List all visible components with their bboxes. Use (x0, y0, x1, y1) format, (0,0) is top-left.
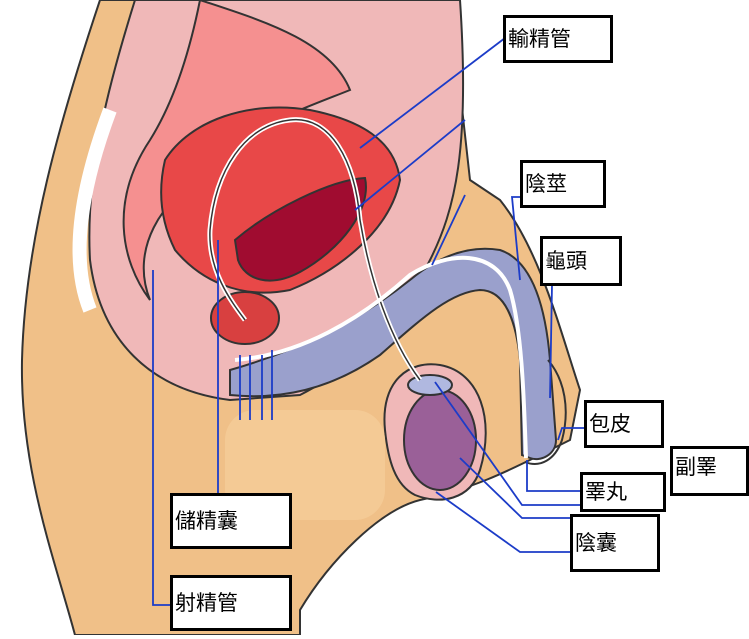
label-vas-deferens: 輸精管 (503, 15, 613, 63)
leader-line-scrotum (436, 492, 570, 552)
label-ejaculatory-duct: 射精管 (170, 575, 292, 631)
epididymis (408, 375, 452, 395)
label-seminal-vesicle: 儲精囊 (170, 493, 292, 549)
label-epididymis: 副睪 (670, 446, 749, 496)
label-scrotum: 陰囊 (570, 514, 660, 572)
label-testis: 睪丸 (580, 472, 666, 512)
label-foreskin: 包皮 (584, 400, 664, 448)
testis (404, 390, 476, 490)
label-glans: 龜頭 (540, 236, 622, 286)
label-penis: 陰莖 (520, 160, 606, 208)
